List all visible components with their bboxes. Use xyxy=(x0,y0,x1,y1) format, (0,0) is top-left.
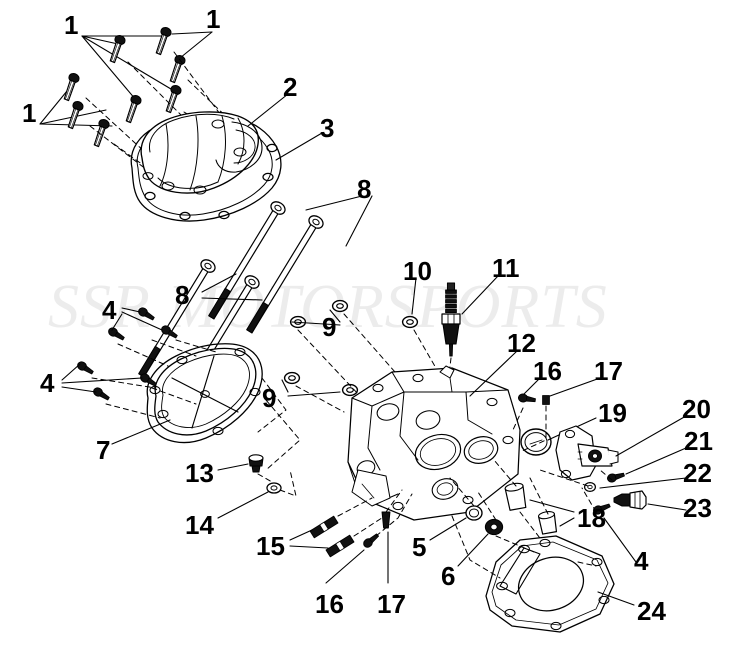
callout-16: 16 xyxy=(533,356,562,386)
callout-1: 1 xyxy=(22,98,37,128)
callout-12: 12 xyxy=(507,328,536,358)
callout-21: 21 xyxy=(684,426,713,456)
callout-1: 1 xyxy=(206,4,221,34)
callout-16: 16 xyxy=(315,589,344,619)
callout-3: 3 xyxy=(320,113,335,143)
callout-9: 9 xyxy=(322,312,337,342)
callout-4: 4 xyxy=(102,295,117,325)
callout-7: 7 xyxy=(96,435,111,465)
callout-6: 6 xyxy=(441,561,456,591)
callout-20: 20 xyxy=(682,394,711,424)
callout-19: 19 xyxy=(598,398,627,428)
callout-4: 4 xyxy=(40,368,55,398)
callout-2: 2 xyxy=(283,72,298,102)
callout-4: 4 xyxy=(634,546,649,576)
callout-24: 24 xyxy=(637,596,666,626)
callout-1: 1 xyxy=(64,10,79,40)
callout-11: 11 xyxy=(492,253,520,283)
callout-17: 17 xyxy=(594,356,623,386)
callout-23: 23 xyxy=(683,493,712,523)
callout-8: 8 xyxy=(175,280,190,310)
callout-17: 17 xyxy=(377,589,406,619)
callout-13: 13 xyxy=(185,458,214,488)
callout-22: 22 xyxy=(683,458,712,488)
callout-9: 9 xyxy=(262,383,277,413)
callout-18: 18 xyxy=(577,503,606,533)
callout-15: 15 xyxy=(256,531,285,561)
callout-10: 10 xyxy=(403,256,432,286)
callout-5: 5 xyxy=(412,532,427,562)
callout-14: 14 xyxy=(185,510,214,540)
callout-8: 8 xyxy=(357,174,372,204)
